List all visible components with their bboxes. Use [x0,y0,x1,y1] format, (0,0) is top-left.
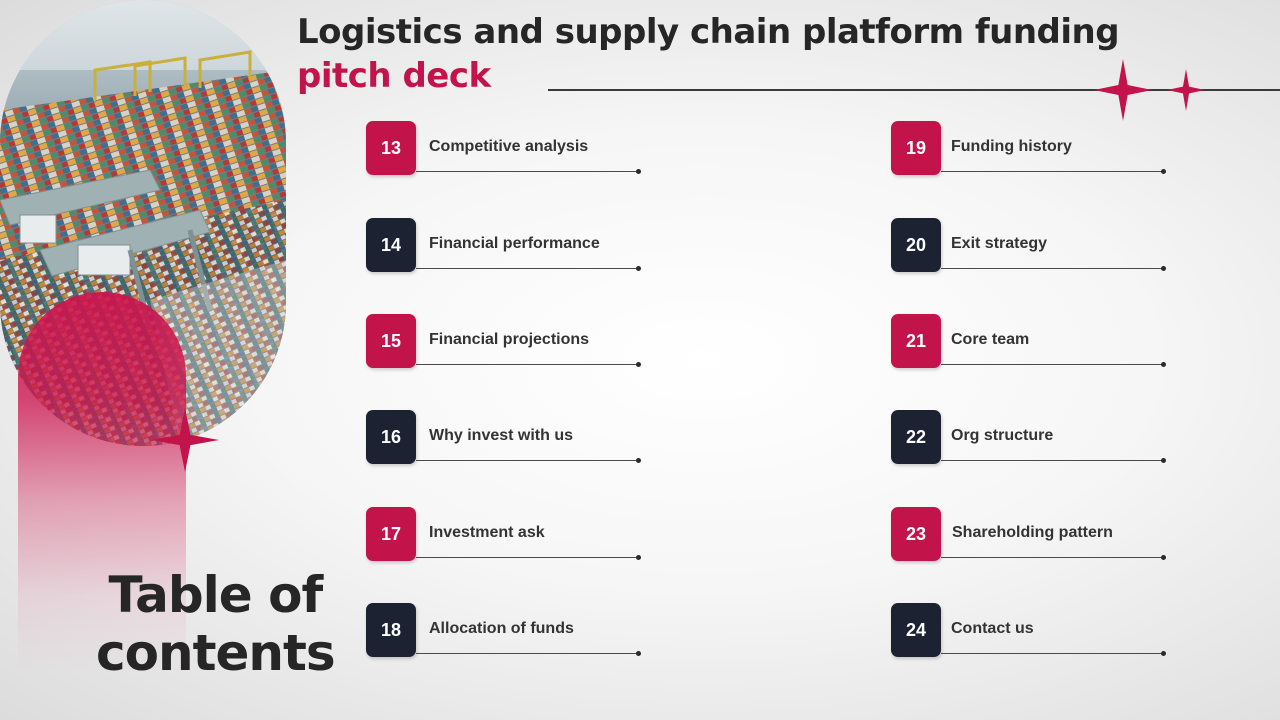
header-divider [548,89,1280,91]
toc-item-dot [1161,651,1166,656]
toc-item-label: Allocation of funds [429,620,574,637]
toc-number-badge: 13 [366,121,416,175]
toc-item-underline [416,171,638,172]
toc-item-underline [416,653,638,654]
toc-item-label: Shareholding pattern [952,524,1113,541]
table-of-contents-heading: Table of contents [96,566,336,682]
toc-item-dot [636,651,641,656]
toc-item-underline [416,268,638,269]
toc-item-competitive-analysis[interactable]: 13 Competitive analysis [366,121,642,179]
pink-accent-pill [18,292,186,672]
toc-item-dot [636,362,641,367]
toc-item-dot [636,266,641,271]
toc-item-underline [941,460,1163,461]
toc-number-badge: 21 [891,314,941,368]
toc-item-underline [941,171,1163,172]
toc-item-shareholding-pattern[interactable]: 23 Shareholding pattern [891,507,1167,565]
toc-item-why-invest-with-us[interactable]: 16 Why invest with us [366,410,642,468]
toc-item-org-structure[interactable]: 22 Org structure [891,410,1167,468]
toc-number-badge: 14 [366,218,416,272]
toc-item-label: Investment ask [429,524,545,541]
toc-item-label: Contact us [951,620,1034,637]
toc-item-dot [1161,555,1166,560]
toc-item-dot [1161,266,1166,271]
toc-item-dot [636,169,641,174]
toc-number-badge: 15 [366,314,416,368]
title-line-2: pitch deck [297,56,491,96]
toc-item-core-team[interactable]: 21 Core team [891,314,1167,372]
toc-item-underline [416,557,638,558]
toc-item-label: Exit strategy [951,235,1048,252]
toc-item-financial-performance[interactable]: 14 Financial performance [366,218,642,276]
toc-item-dot [1161,458,1166,463]
toc-item-label: Core team [951,331,1030,348]
title-line-1: Logistics and supply chain platform fund… [297,12,1120,52]
toc-item-investment-ask[interactable]: 17 Investment ask [366,507,642,565]
toc-item-label: Why invest with us [429,427,574,444]
toc-item-label: Org structure [951,427,1054,444]
toc-item-underline [941,364,1163,365]
sparkle-icon [1167,69,1205,111]
slide-title: Logistics and supply chain platform fund… [297,10,1120,98]
toc-item-financial-projections[interactable]: 15 Financial projections [366,314,642,372]
toc-number-badge: 18 [366,603,416,657]
toc-number-badge: 24 [891,603,941,657]
toc-item-contact-us[interactable]: 24 Contact us [891,603,1167,661]
toc-item-dot [1161,169,1166,174]
toc-number-badge: 22 [891,410,941,464]
toc-number-badge: 17 [366,507,416,561]
toc-item-allocation-of-funds[interactable]: 18 Allocation of funds [366,603,642,661]
toc-item-label: Financial performance [429,235,600,252]
toc-item-underline [416,460,638,461]
toc-item-dot [636,458,641,463]
toc-item-label: Funding history [951,138,1072,155]
toc-item-label: Financial projections [429,331,590,348]
toc-item-label: Competitive analysis [429,138,589,155]
toc-item-funding-history[interactable]: 19 Funding history [891,121,1167,179]
toc-item-exit-strategy[interactable]: 20 Exit strategy [891,218,1167,276]
toc-item-underline [941,653,1163,654]
toc-item-underline [416,364,638,365]
toc-number-badge: 20 [891,218,941,272]
toc-number-badge: 23 [891,507,941,561]
toc-item-underline [941,557,1163,558]
toc-number-badge: 16 [366,410,416,464]
toc-item-dot [1161,362,1166,367]
toc-item-dot [636,555,641,560]
toc-number-badge: 19 [891,121,941,175]
toc-item-underline [941,268,1163,269]
